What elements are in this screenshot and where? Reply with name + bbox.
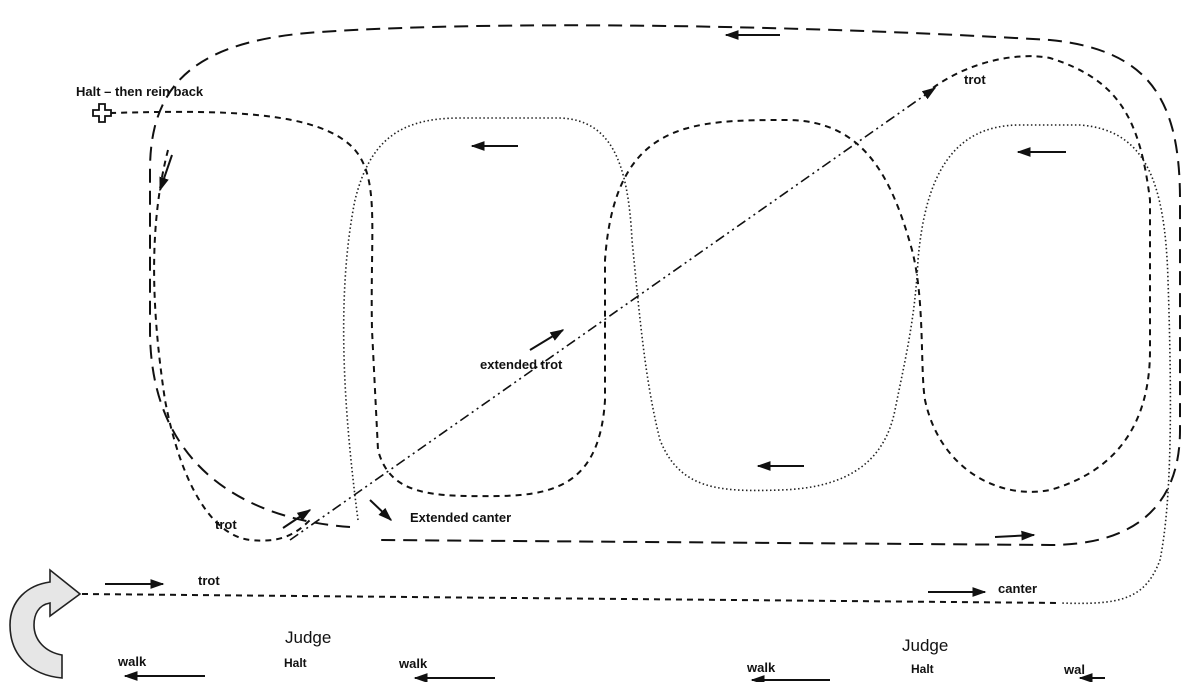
label-trot-top: trot — [964, 72, 986, 87]
arrow-bottom-right — [994, 530, 1036, 541]
halt-rein-back-path — [109, 55, 1151, 498]
label-trot-line: trot — [198, 573, 220, 588]
arrow-down-left — [159, 154, 173, 192]
label-walk-4: wal — [1063, 662, 1085, 677]
dotted-loop-1 — [342, 117, 1172, 605]
left-serpentine-path — [153, 149, 311, 542]
arrow-extended-canter — [369, 499, 393, 521]
label-extended-trot: extended trot — [480, 357, 563, 372]
label-trot-bottom-left: trot — [215, 517, 237, 532]
label-judge-right: Judge — [902, 636, 948, 655]
label-halt-rein-back: Halt – then rein back — [76, 84, 204, 99]
arrow-extended-trot — [529, 329, 565, 351]
label-halt-left: Halt — [284, 656, 307, 670]
cross-icon — [92, 103, 112, 123]
u-turn-arrow-icon — [9, 568, 82, 679]
label-walk-2: walk — [398, 656, 428, 671]
trot-canter-line — [81, 593, 1061, 604]
arrow-trot-start — [282, 509, 312, 529]
label-judge-left: Judge — [285, 628, 331, 647]
label-extended-canter: Extended canter — [410, 510, 511, 525]
label-canter: canter — [998, 581, 1037, 596]
extended-trot-diagonal — [289, 87, 937, 541]
label-halt-right: Halt — [911, 662, 934, 676]
label-walk-3: walk — [746, 660, 776, 675]
outer-track-path — [149, 24, 1181, 547]
label-walk-1: walk — [117, 654, 147, 669]
